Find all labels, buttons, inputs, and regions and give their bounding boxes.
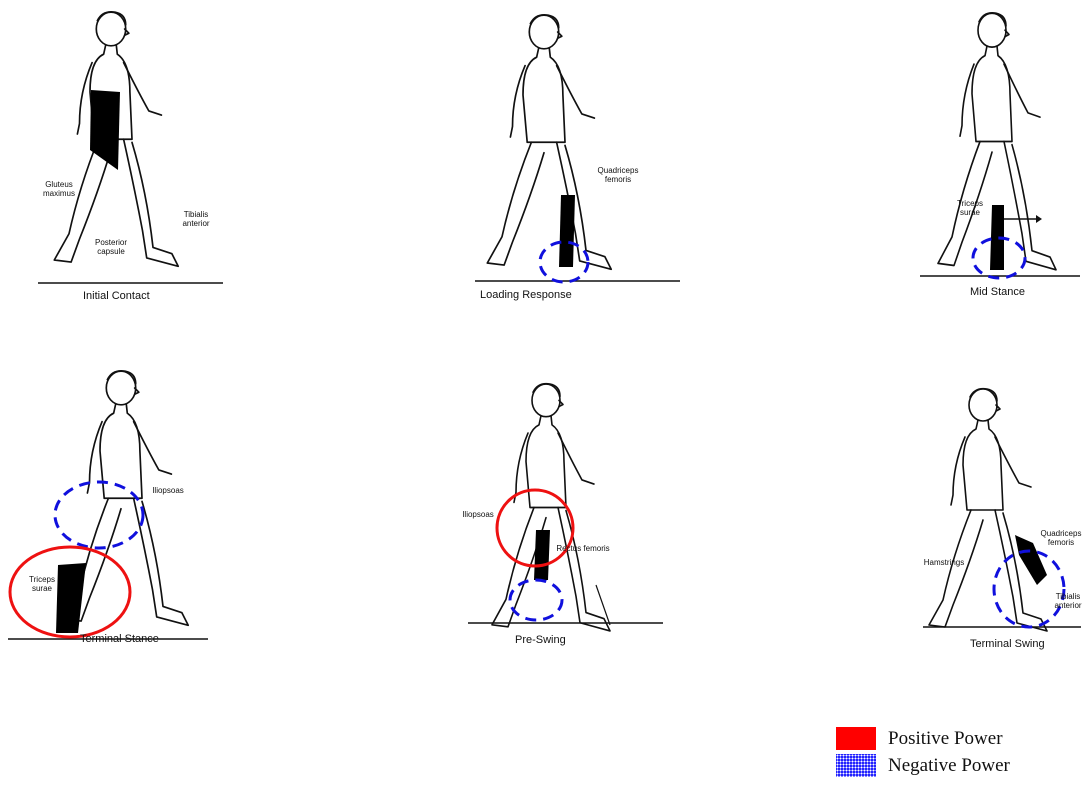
- muscle-label: Triceps surae: [22, 575, 62, 593]
- phase-caption: Terminal Stance: [80, 633, 159, 645]
- muscle-label: Rectus femoris: [548, 544, 618, 553]
- muscle-label: Iliopsoas: [148, 486, 188, 495]
- walker-figure: [458, 380, 668, 635]
- negative-power-swatch: [836, 754, 876, 777]
- legend-item-positive: Positive Power: [836, 727, 1076, 751]
- phase-panel-terminal-swing: Quadriceps femoris Hamstrings Tibialis a…: [915, 385, 1085, 655]
- power-legend: Positive Power Negative Power: [836, 727, 1076, 779]
- phase-caption: Loading Response: [480, 289, 572, 301]
- walker-figure: [475, 5, 685, 295]
- muscle-label: Triceps surae: [950, 199, 990, 217]
- legend-label: Positive Power: [888, 728, 1003, 750]
- negative-power-marker: [55, 482, 143, 548]
- phase-caption: Pre-Swing: [515, 634, 566, 646]
- walker-figure: [8, 365, 213, 640]
- phase-panel-pre-swing: Iliopsoas Rectus femoris Pre-Swing: [458, 380, 668, 650]
- phase-panel-mid-stance: Triceps surae Mid Stance: [920, 5, 1085, 310]
- legend-label: Negative Power: [888, 755, 1010, 777]
- legend-item-negative: Negative Power: [836, 754, 1076, 778]
- phase-caption: Mid Stance: [970, 286, 1025, 298]
- muscle-label: Tibialis anterior: [1051, 592, 1085, 610]
- phase-panel-terminal-stance: Iliopsoas Triceps surae Terminal Stance: [8, 365, 213, 650]
- muscle-label: Quadriceps femoris: [588, 166, 648, 184]
- positive-power-swatch: [836, 727, 876, 750]
- muscle-label: Gluteus maximus: [34, 180, 84, 198]
- muscle-label: Hamstrings: [919, 558, 969, 567]
- muscle-label: Posterior capsule: [86, 238, 136, 256]
- phase-caption: Initial Contact: [83, 290, 150, 302]
- muscle-label: Quadriceps femoris: [1037, 529, 1085, 547]
- muscle-label: Tibialis anterior: [171, 210, 221, 228]
- phase-panel-loading-response: Quadriceps femoris Loading Response: [475, 5, 685, 310]
- walker-figure: [920, 5, 1085, 295]
- phase-caption: Terminal Swing: [970, 638, 1045, 650]
- phase-panel-initial-contact: Gluteus maximus Tibialis anterior Poster…: [28, 0, 228, 310]
- muscle-label: Iliopsoas: [458, 510, 498, 519]
